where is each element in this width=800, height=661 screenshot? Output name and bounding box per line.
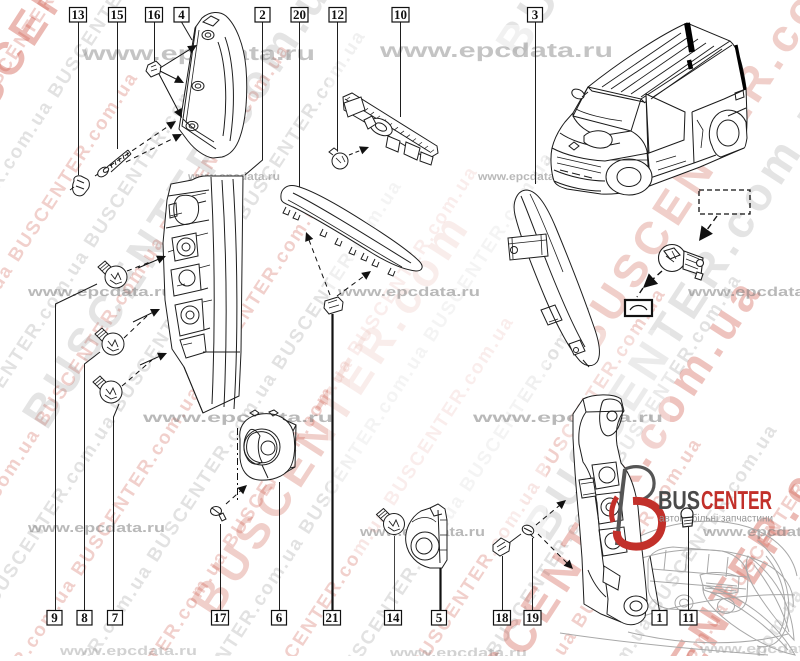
- svg-text:21: 21: [326, 610, 339, 625]
- svg-text:www.epcdata.ru: www.epcdata.ru: [337, 284, 480, 299]
- svg-text:BUS: BUS: [658, 485, 700, 515]
- svg-text:7: 7: [112, 610, 119, 625]
- svg-text:16: 16: [148, 7, 162, 22]
- svg-text:www.epcdata.ru: www.epcdata.ru: [389, 645, 527, 656]
- svg-text:12: 12: [331, 7, 344, 22]
- svg-text:CENTER: CENTER: [701, 485, 772, 515]
- svg-text:4: 4: [178, 7, 185, 22]
- svg-text:5: 5: [436, 610, 443, 625]
- svg-text:www.epcdata.ru: www.epcdata.ru: [141, 409, 333, 425]
- svg-text:11: 11: [682, 610, 694, 625]
- svg-text:13: 13: [72, 7, 86, 22]
- svg-text:3: 3: [532, 7, 539, 22]
- svg-text:18: 18: [496, 610, 510, 625]
- svg-text:www.epcdata.ru: www.epcdata.ru: [699, 641, 800, 656]
- svg-text:www.epcdata.ru: www.epcdata.ru: [687, 284, 800, 299]
- svg-text:20: 20: [293, 7, 306, 22]
- svg-text:www.epcdata.ru: www.epcdata.ru: [477, 171, 570, 183]
- svg-text:2: 2: [259, 7, 266, 22]
- svg-text:www.epcdata.ru: www.epcdata.ru: [471, 409, 663, 425]
- svg-text:6: 6: [276, 610, 283, 625]
- svg-text:17: 17: [214, 610, 228, 625]
- svg-text:15: 15: [111, 7, 125, 22]
- svg-text:www.epcdata.ru: www.epcdata.ru: [27, 284, 174, 299]
- svg-text:19: 19: [526, 610, 540, 625]
- svg-text:14: 14: [387, 610, 401, 625]
- svg-text:9: 9: [51, 610, 58, 625]
- svg-text:www.epcdata.ru: www.epcdata.ru: [59, 643, 197, 656]
- svg-text:www.epcdata.ru: www.epcdata.ru: [702, 524, 800, 539]
- svg-text:www.epcdata.ru: www.epcdata.ru: [27, 520, 165, 535]
- svg-text:автомобільні запчастини: автомобільні запчастини: [659, 513, 773, 525]
- svg-text:1: 1: [656, 610, 663, 625]
- svg-text:10: 10: [394, 7, 407, 22]
- svg-text:www.epcdata.ru: www.epcdata.ru: [378, 40, 613, 62]
- svg-text:8: 8: [81, 610, 88, 625]
